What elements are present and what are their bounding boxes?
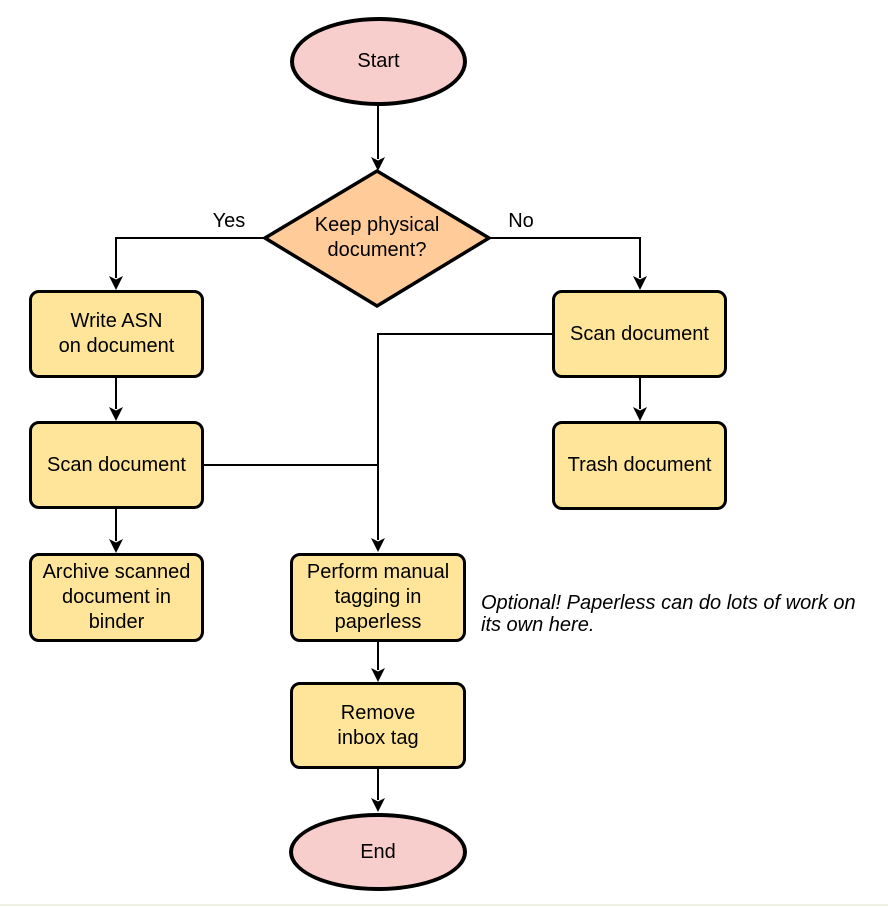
edge-remove-to-end [371, 769, 385, 812]
node-archive-binder: Archive scanned document in binder [29, 553, 204, 642]
node-decision-label: Keep physical document? [314, 214, 440, 261]
decision-diamond-shape [261, 168, 493, 309]
node-write-asn: Write ASN on document [29, 290, 204, 378]
edge-scan-right-to-tagging [371, 333, 552, 552]
bottom-edge-divider [0, 904, 888, 906]
optional-note: Optional! Paperless can do lots of work … [481, 592, 856, 636]
edge-start-to-decision [371, 106, 385, 171]
node-end: End [289, 813, 467, 891]
edge-label-yes: Yes [212, 210, 246, 232]
edge-write-asn-to-scan [109, 378, 123, 421]
edge-scan-to-archive [109, 509, 123, 553]
node-remove-inbox-tag: Remove inbox tag [290, 682, 466, 769]
node-manual-tagging: Perform manual tagging in paperless [290, 553, 466, 642]
edge-tagging-to-remove [371, 641, 385, 682]
edge-no-to-scan-document [489, 237, 647, 290]
edge-scan-to-trash [633, 378, 647, 421]
node-trash-document: Trash document [552, 421, 727, 510]
edge-yes-to-write-asn [109, 237, 265, 290]
node-start: Start [290, 17, 467, 106]
node-scan-document-right: Scan document [552, 290, 727, 378]
edge-label-no: No [508, 210, 534, 232]
node-scan-document-left: Scan document [29, 421, 204, 509]
